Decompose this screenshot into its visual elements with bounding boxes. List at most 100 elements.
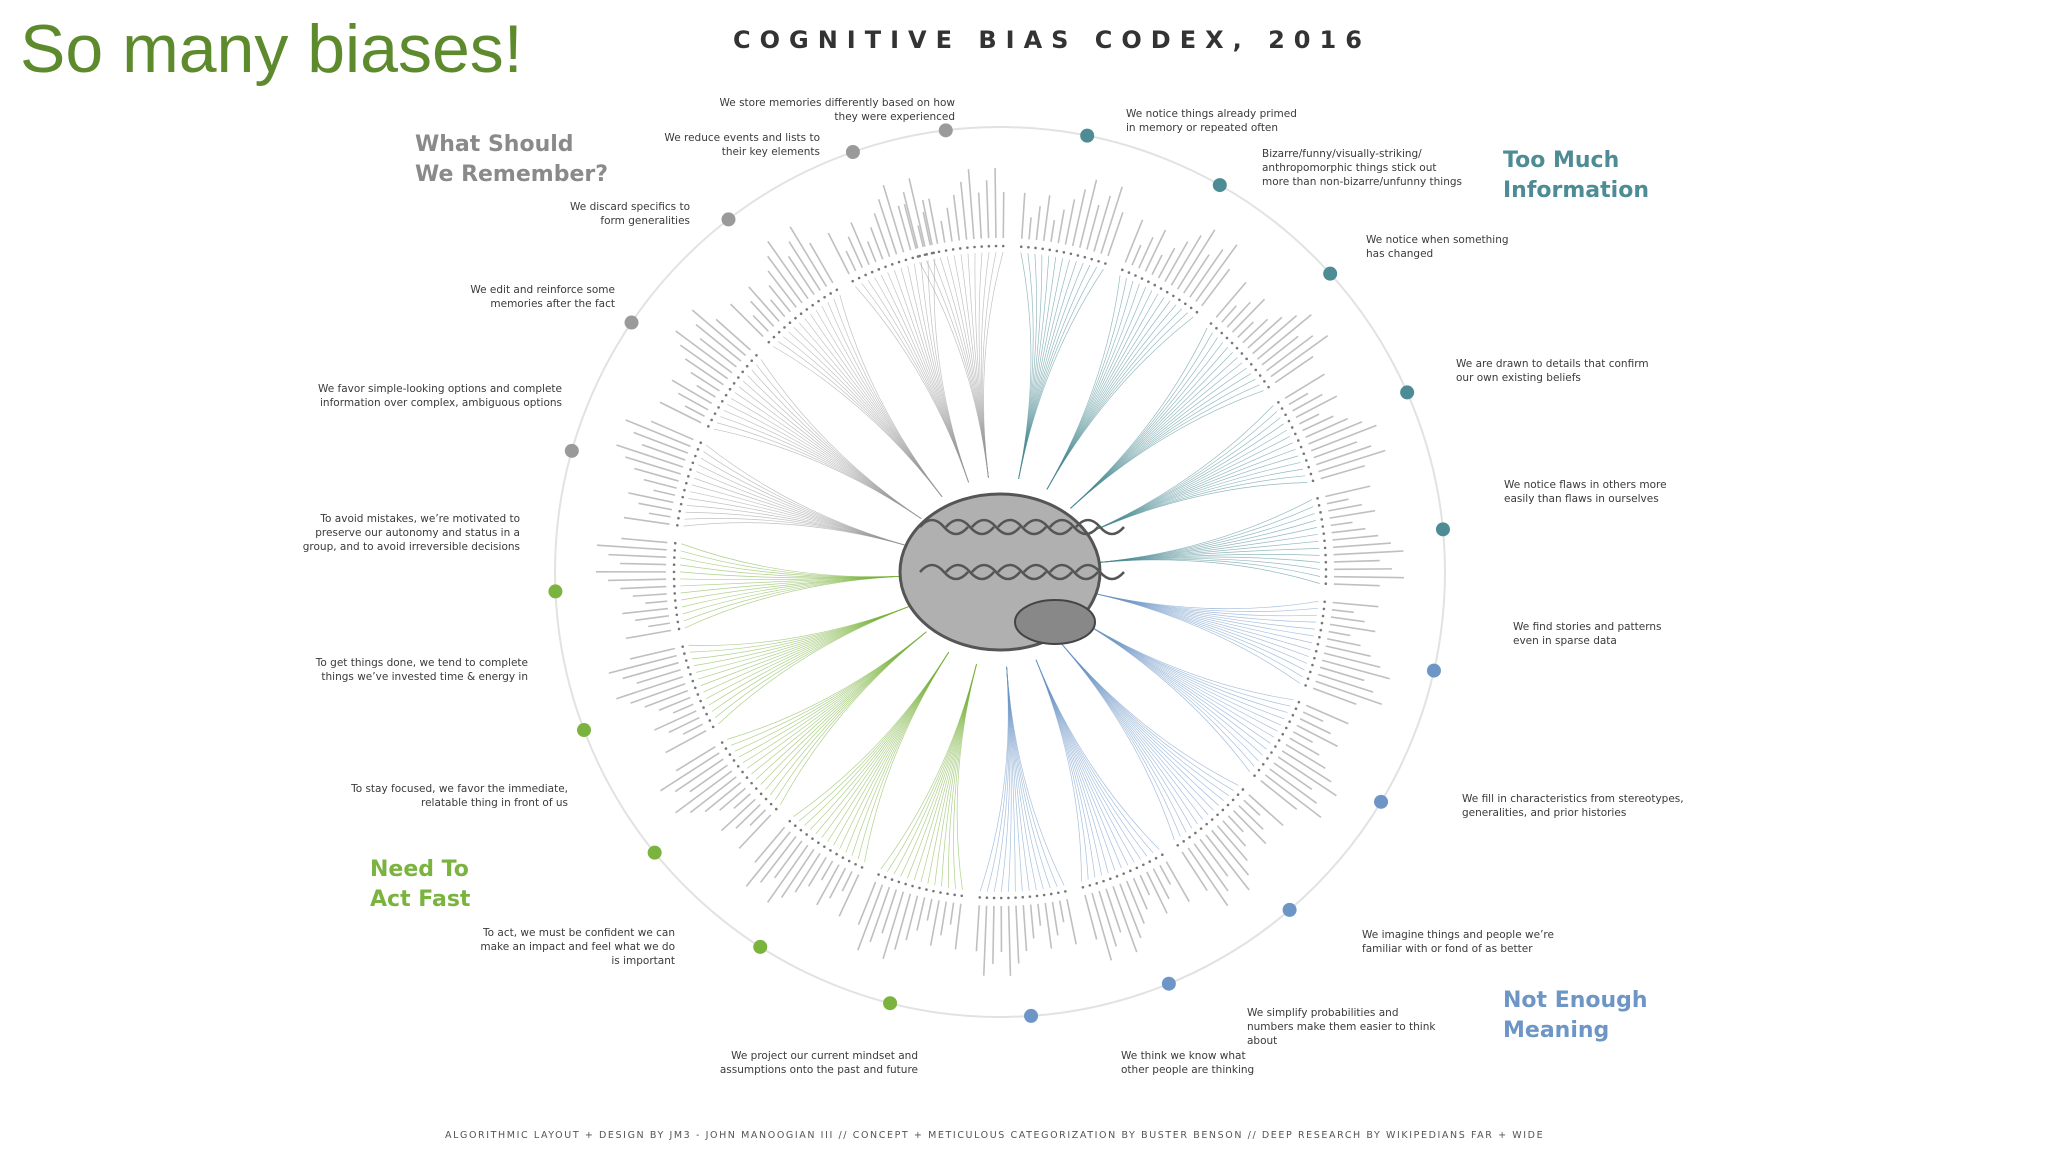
bias-leaf-label	[1193, 843, 1229, 892]
leaf-dot	[1090, 257, 1094, 261]
bias-leaf-label	[1321, 659, 1390, 680]
bias-leaf-label	[643, 478, 677, 489]
leaf-dot	[946, 892, 949, 896]
leaf-dot	[711, 725, 715, 729]
branch-line	[1086, 417, 1281, 534]
leaf-dot	[1299, 445, 1303, 449]
leaf-dot	[1290, 426, 1294, 429]
bias-leaf-label	[1044, 902, 1053, 949]
bias-leaf-label	[1037, 903, 1042, 926]
leaf-dot	[1122, 872, 1126, 875]
bias-leaf-label	[1312, 687, 1357, 705]
bias-leaf-label	[1270, 335, 1329, 378]
leaf-dot	[1316, 642, 1320, 646]
branch-line	[1061, 643, 1187, 833]
leaf-dot	[1095, 882, 1099, 885]
leaf-dot	[890, 263, 894, 266]
branch-line	[1092, 592, 1318, 617]
bias-leaf-label	[1152, 868, 1170, 900]
leaf-dot	[1081, 885, 1085, 889]
branch-line	[1070, 337, 1218, 509]
leaf-dot	[745, 776, 749, 779]
bias-leaf-label	[1264, 774, 1322, 819]
bias-leaf-label	[1042, 195, 1051, 241]
leaf-dot	[883, 875, 887, 879]
leaf-dot	[1147, 280, 1150, 284]
bias-leaf-label	[750, 300, 775, 327]
branch-line	[827, 302, 943, 497]
branch-line	[1018, 253, 1037, 479]
bias-leaf-label	[674, 758, 724, 793]
branch-line	[793, 327, 943, 497]
branch-label-flaws-in-others: We notice flaws in others more easily th…	[1504, 479, 1667, 505]
brain-fold	[1075, 563, 1125, 581]
branch-line	[751, 369, 922, 520]
bias-leaf-label	[622, 607, 669, 615]
leaf-dot	[685, 481, 688, 485]
branch-line	[705, 605, 912, 699]
leaf-dot	[699, 699, 702, 703]
bias-leaf-label	[1243, 799, 1261, 816]
leaf-dot	[745, 364, 749, 368]
leaf-dot	[1069, 252, 1073, 256]
branch-line	[941, 663, 977, 887]
bias-leaf-label	[1292, 393, 1323, 412]
bias-leaf-label	[807, 856, 827, 887]
leaf-dot	[978, 896, 982, 899]
bias-leaf-label	[841, 871, 853, 892]
leaf-dot	[1257, 768, 1261, 772]
branch-line	[1081, 620, 1294, 701]
bias-leaf-label	[1329, 623, 1376, 633]
bias-leaf-label	[729, 303, 764, 338]
bias-leaf-label	[1284, 373, 1325, 399]
leaf-dot	[1225, 336, 1229, 340]
branch-line	[1006, 666, 1051, 889]
leaf-dot	[805, 308, 809, 311]
bias-leaf-label	[608, 654, 677, 674]
leaf-dot	[1274, 745, 1277, 748]
branch-line	[696, 471, 909, 547]
branch-line	[711, 605, 912, 712]
leaf-dot	[799, 828, 803, 832]
leaf-dot	[1323, 546, 1327, 550]
leaf-dot	[1316, 497, 1319, 500]
branch-node	[1400, 385, 1415, 400]
bias-leaf-label	[845, 250, 857, 272]
branch-node	[883, 996, 898, 1011]
leaf-dot	[951, 248, 955, 251]
bias-leaf-label	[632, 593, 667, 597]
bias-leaf-label	[1028, 217, 1032, 240]
bias-leaf-label	[768, 284, 792, 313]
bias-leaf-label	[873, 213, 891, 258]
branch-node	[564, 443, 579, 458]
leaf-dot	[966, 246, 969, 249]
leaf-dot	[1057, 891, 1060, 895]
branch-line	[804, 651, 950, 826]
bias-leaf-label	[928, 198, 939, 245]
leaf-dot	[1153, 283, 1157, 287]
bias-leaf-label	[633, 431, 689, 454]
leaf-dot	[918, 886, 921, 890]
branch-label-avoid-mistakes: To avoid mistakes, we’re motivated to pr…	[302, 513, 520, 553]
leaf-dot	[841, 856, 845, 859]
quadrant-title-meaning: Not Enough Meaning	[1503, 988, 1648, 1043]
bias-leaf-label	[1086, 204, 1100, 250]
bias-leaf-label	[733, 793, 751, 810]
bias-leaf-label	[1242, 318, 1269, 344]
leaf-dot	[851, 279, 854, 283]
bias-leaf-label	[1093, 195, 1112, 252]
bias-leaf-label	[1159, 864, 1172, 885]
bias-leaf-label	[641, 443, 686, 461]
leaf-dot	[944, 249, 948, 252]
bias-leaf-label	[967, 169, 975, 240]
branch-node	[1426, 663, 1441, 678]
leaf-dot	[1221, 808, 1225, 812]
branch-line	[682, 575, 906, 615]
branch-line	[708, 605, 912, 706]
bias-leaf-label	[820, 860, 834, 881]
brain-fold	[919, 563, 969, 581]
bias-leaf-label	[1015, 905, 1020, 964]
leaf-dot	[1309, 472, 1313, 476]
leaf-dot	[675, 613, 679, 617]
leaf-dot	[710, 418, 713, 422]
